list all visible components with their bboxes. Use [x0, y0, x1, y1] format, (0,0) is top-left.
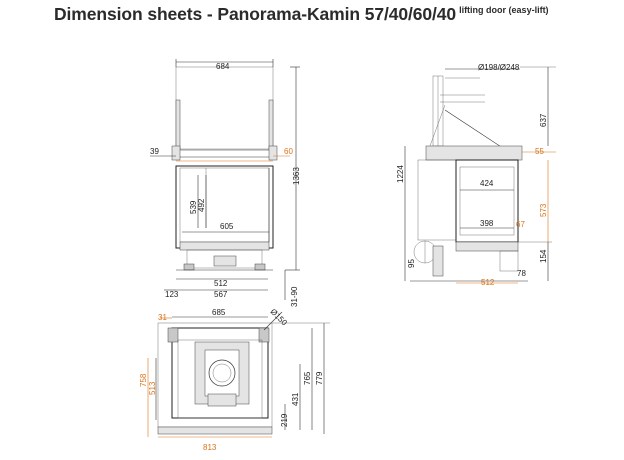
plan-dim-corner: 31: [158, 313, 167, 322]
side-dim-base-height: 154: [539, 249, 548, 263]
side-dim-collar: 55: [535, 147, 544, 156]
side-dim-small-right: 67: [516, 220, 525, 229]
plan-dim-inner-a: 431: [291, 392, 300, 406]
side-firebox: [455, 159, 519, 243]
front-dim-total-height: 1363: [292, 167, 301, 185]
side-dim-air-inlet: 95: [407, 259, 416, 268]
plan-view: [147, 311, 330, 438]
side-dim-total-height: 1224: [396, 165, 405, 183]
title-bar: Dimension sheets - Panorama-Kamin 57/40/…: [54, 4, 549, 25]
side-dim-glass-height: 573: [539, 203, 548, 217]
front-dim-base-width-a: 512: [214, 279, 228, 288]
side-dim-flue: Ø198/Ø248: [478, 63, 520, 72]
plan-dim-depth-a: 758: [139, 373, 148, 387]
front-base: [186, 249, 263, 269]
front-dim-right-offset: 60: [284, 147, 293, 156]
side-collar: [425, 145, 523, 161]
side-dim-base-depth: 512: [481, 278, 495, 287]
front-dim-left-offset: 39: [150, 147, 159, 156]
side-view: [404, 66, 556, 284]
plan-dim-depth-b: 513: [148, 381, 157, 395]
front-view: [150, 59, 300, 300]
front-dim-base-width-b: 567: [214, 290, 228, 299]
plan-dim-inner-b: 219: [280, 413, 289, 427]
side-dim-top-height: 637: [539, 113, 548, 127]
front-dim-feet: 31-90: [290, 286, 299, 307]
front-dim-inner-height-a: 539: [189, 200, 198, 214]
plan-dim-width: 685: [212, 308, 226, 317]
plan-dim-depth-c: 765: [303, 371, 312, 385]
plan-dim-depth-d: 779: [315, 371, 324, 385]
front-dim-inner-width: 605: [220, 222, 234, 231]
plan-dim-total-width: 813: [203, 443, 217, 452]
front-dim-top-width: 684: [216, 62, 230, 71]
page-subtitle: lifting door (easy-lift): [459, 5, 549, 15]
front-dim-inner-height-b: 492: [197, 198, 206, 212]
side-dim-glass-width-bottom: 398: [480, 219, 494, 228]
side-dim-foot-offset: 78: [517, 269, 526, 278]
page-title: Dimension sheets - Panorama-Kamin 57/40/…: [54, 4, 457, 24]
side-dim-glass-width-top: 424: [480, 179, 494, 188]
plan-dim-air-duct: Ø150: [269, 307, 290, 328]
front-hood-outline: [175, 66, 274, 150]
side-rear-column: [417, 159, 457, 241]
front-dim-base-left: 123: [165, 290, 179, 299]
